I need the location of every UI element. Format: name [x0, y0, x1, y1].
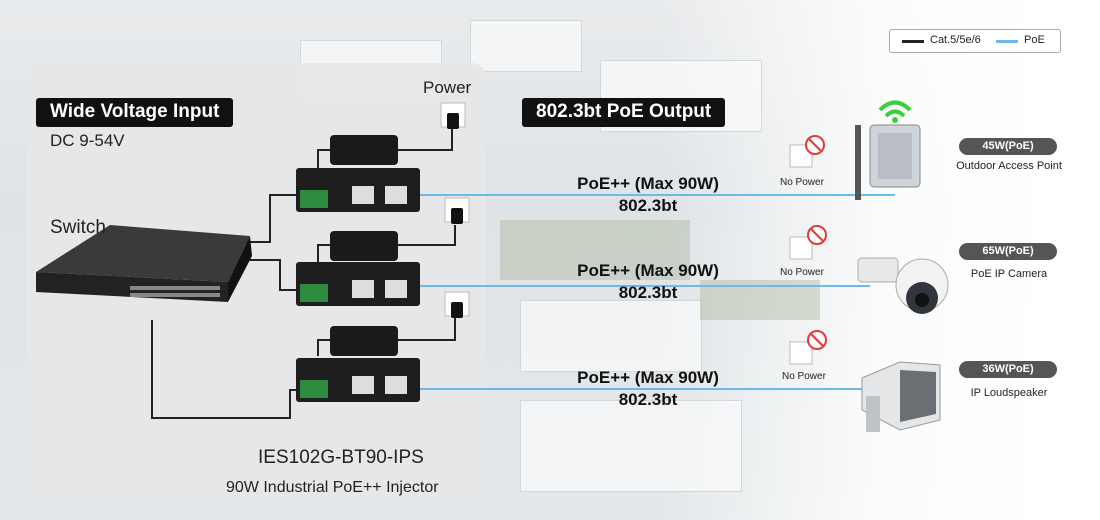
link-speed: PoE++ (Max 90W)	[577, 368, 719, 387]
input-voltage-label: DC 9-54V	[50, 131, 125, 150]
no-power-socket-icon	[789, 330, 827, 365]
poe-injector-icon	[296, 262, 420, 306]
poe-injector-icon	[296, 168, 420, 212]
no-power-socket-icon	[789, 225, 827, 260]
power-cable	[398, 128, 453, 151]
no-power-label: No Power	[782, 371, 826, 382]
wide-voltage-tag: Wide Voltage Input	[36, 98, 234, 127]
legend-poe-swatch	[996, 40, 1018, 43]
watt-badge: 65W(PoE)	[959, 243, 1057, 260]
device-name: IP Loudspeaker	[970, 387, 1048, 399]
link-label-3: PoE++ (Max 90W) 802.3bt	[548, 367, 748, 411]
cat-cable	[228, 194, 296, 243]
model-label: IES102G-BT90-IPS	[258, 447, 424, 468]
injector-description: 90W Industrial PoE++ Injector	[226, 479, 439, 496]
watt-badge: 36W(PoE)	[959, 361, 1057, 378]
no-power-label: No Power	[780, 177, 824, 188]
link-speed: PoE++ (Max 90W)	[577, 261, 719, 280]
poe-output-tag: 802.3bt PoE Output	[522, 98, 726, 127]
legend-cat-swatch	[902, 40, 924, 43]
device-name: PoE IP Camera	[970, 268, 1048, 280]
cat-cable	[228, 259, 296, 291]
link-standard: 802.3bt	[618, 196, 678, 215]
power-adapter-icon	[330, 326, 398, 356]
switch-label: Switch	[50, 217, 106, 238]
power-cable	[398, 225, 456, 246]
watt-badge: 45W(PoE)	[959, 138, 1057, 155]
power-cable	[317, 149, 330, 170]
power-cable	[317, 339, 330, 356]
cat-cable	[151, 320, 296, 419]
link-standard: 802.3bt	[618, 283, 678, 302]
background-building	[520, 400, 742, 492]
link-standard: 802.3bt	[618, 390, 678, 409]
background-building	[470, 20, 582, 72]
power-adapter-icon	[330, 231, 398, 261]
switch-icon	[36, 225, 252, 302]
no-power-label: No Power	[780, 267, 824, 278]
power-cable	[398, 318, 456, 341]
link-speed: PoE++ (Max 90W)	[577, 174, 719, 193]
access-point-icon	[855, 100, 921, 200]
background-building	[520, 300, 702, 372]
power-label: Power	[423, 78, 472, 97]
device-name: Outdoor Access Point	[956, 160, 1062, 172]
link-label-2: PoE++ (Max 90W) 802.3bt	[548, 260, 748, 304]
legend-poe-label: PoE	[1024, 34, 1045, 46]
no-power-socket-icon	[789, 135, 825, 168]
legend-cat-label: Cat.5/5e/6	[930, 34, 981, 46]
loudspeaker-icon	[861, 361, 941, 432]
ptz-camera-icon	[857, 257, 949, 314]
background-greenery	[500, 220, 690, 280]
poe-injector-icon	[296, 358, 420, 402]
legend: Cat.5/5e/6 PoE	[889, 29, 1061, 53]
power-cable	[317, 244, 330, 262]
power-adapter-icon	[330, 135, 398, 165]
link-label-1: PoE++ (Max 90W) 802.3bt	[548, 173, 748, 217]
